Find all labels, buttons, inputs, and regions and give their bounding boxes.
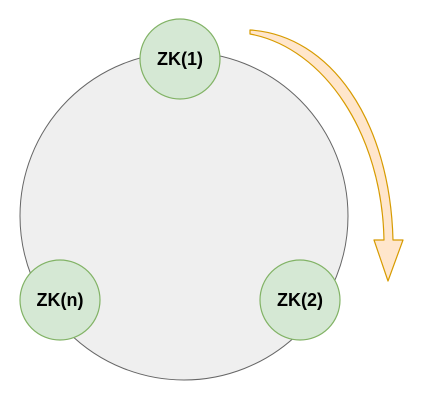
node-zk-2: ZK(2): [259, 259, 341, 341]
node-zk-1-label: ZK(1): [157, 49, 203, 69]
node-zk-2-label: ZK(2): [277, 290, 323, 310]
node-zk-1-circle: [139, 18, 221, 100]
node-zk-2-circle: [259, 259, 341, 341]
clockwise-arrow: [249, 29, 404, 282]
node-zk-n-circle: [19, 259, 101, 341]
node-zk-n-label: ZK(n): [37, 290, 84, 310]
node-zk-n: ZK(n): [19, 259, 101, 341]
node-zk-1: ZK(1): [139, 18, 221, 100]
